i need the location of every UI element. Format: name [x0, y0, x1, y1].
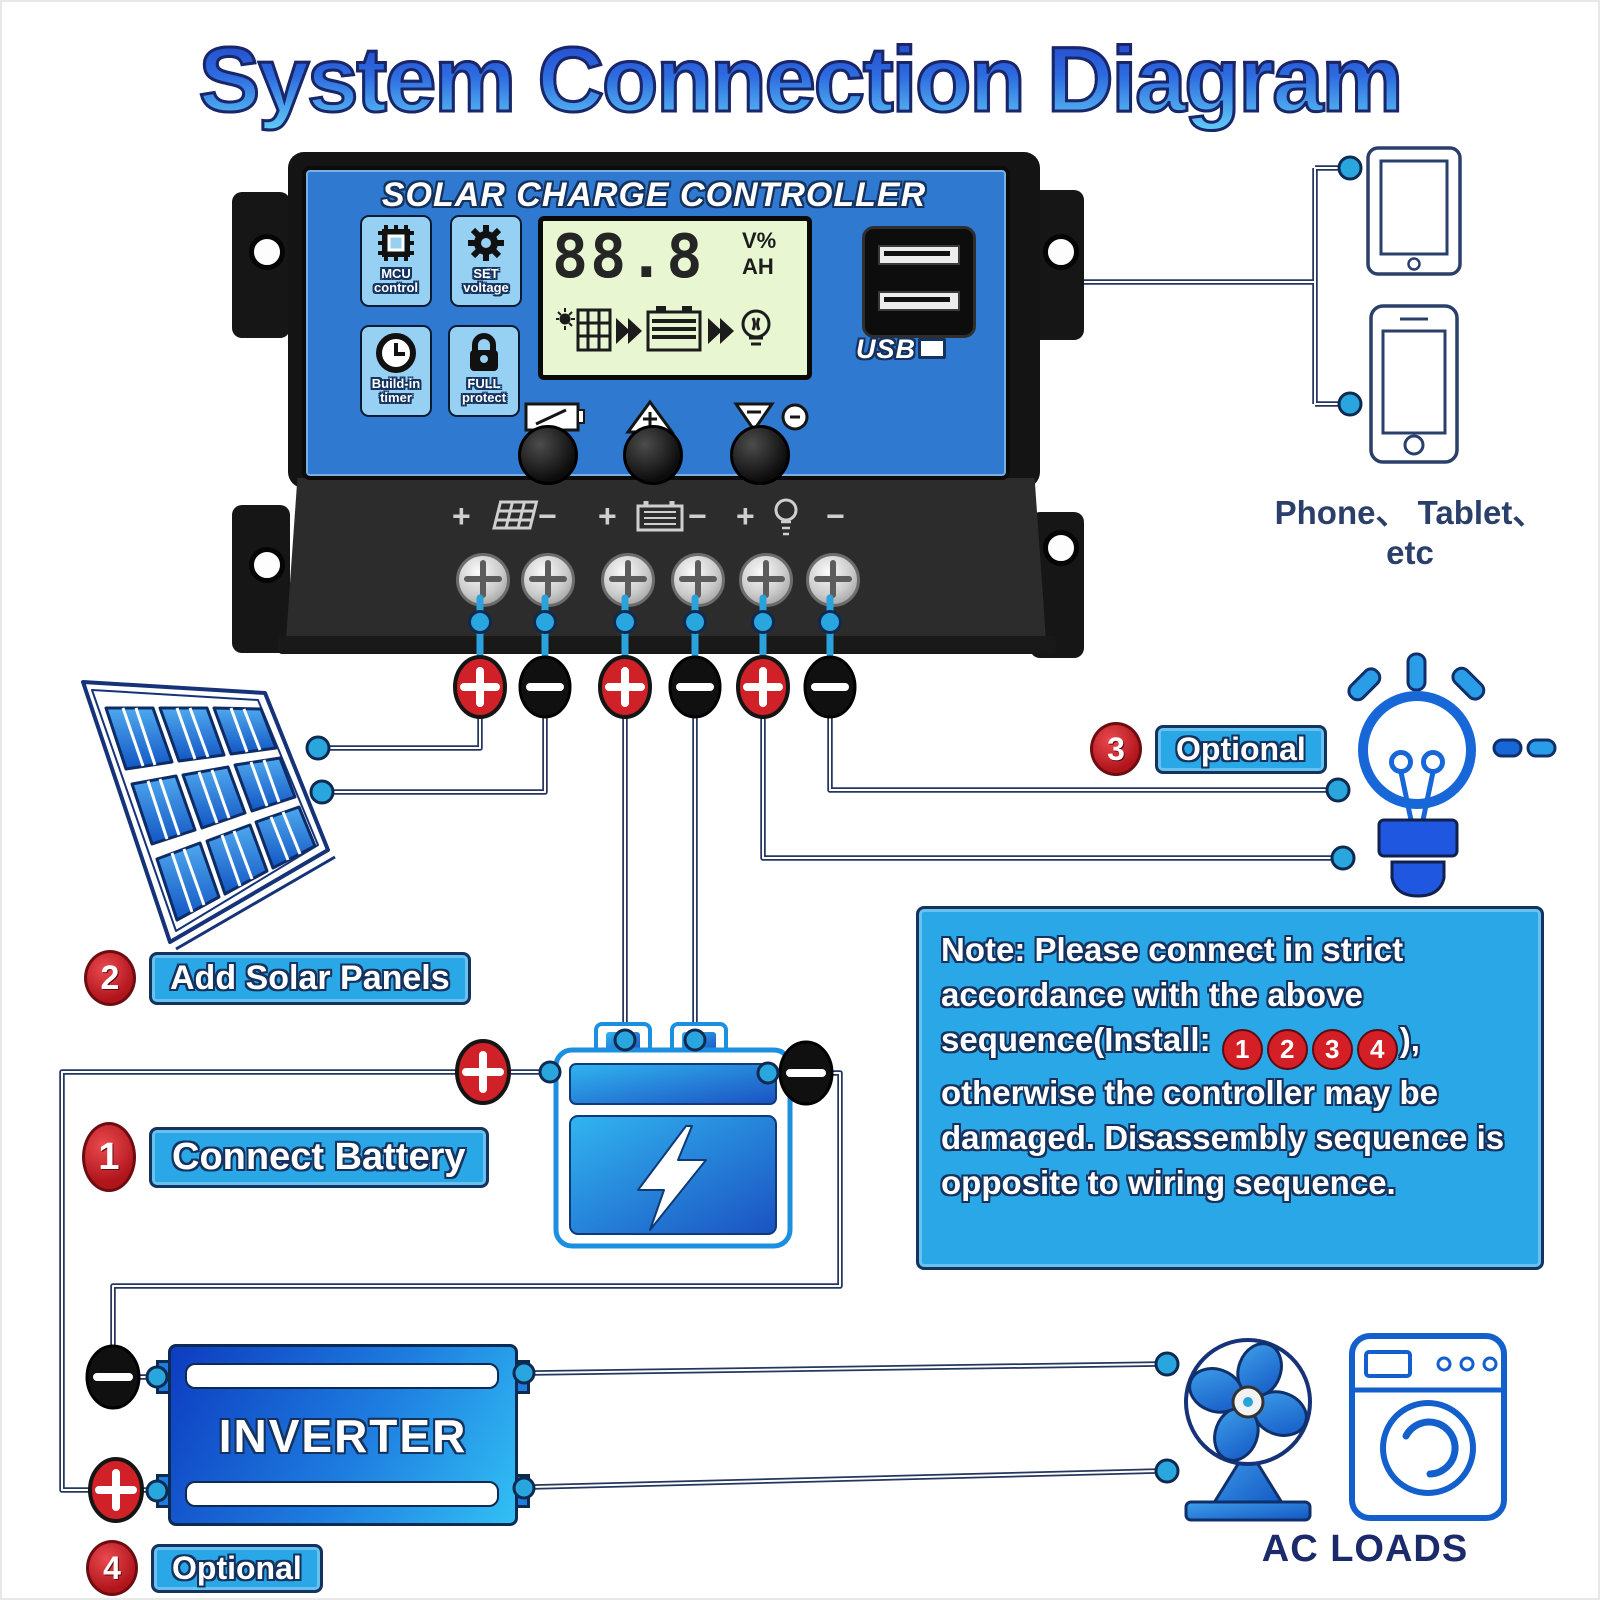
lamp-icon	[774, 498, 798, 536]
negative-connector-icon	[85, 655, 857, 1410]
usb-port-bottom	[878, 291, 960, 311]
step-add-solar-panels: 2 Add Solar Panels	[84, 950, 471, 1006]
chip-icon	[378, 225, 414, 261]
usb-label: USB	[856, 334, 947, 365]
terminal-minus-battery: −	[688, 498, 707, 534]
controller-button-2	[623, 425, 683, 485]
lock-icon	[470, 333, 498, 371]
step-label: Optional	[1155, 724, 1327, 774]
controller-button-3	[730, 425, 790, 485]
connection-dots	[145, 155, 1363, 1503]
install-step-2-badge: 2	[1266, 1029, 1308, 1070]
install-step-4-badge: 4	[1356, 1029, 1398, 1070]
terminal-minus-solar: −	[538, 498, 557, 534]
step-optional-inverter: 4 Optional	[86, 1540, 323, 1596]
terminal-block-lip	[278, 636, 1056, 654]
inverter: INVERTER	[168, 1344, 518, 1526]
step-optional-load: 3 Optional	[1090, 722, 1327, 776]
mount-hole-icon	[249, 234, 285, 270]
install-step-3-badge: 3	[1311, 1029, 1353, 1070]
mount-hole-icon	[1043, 530, 1079, 566]
usb-plug-icon	[918, 338, 947, 359]
usb-port-top	[878, 245, 960, 265]
step-connect-battery: 1 Connect Battery	[82, 1122, 489, 1192]
terminal-plus-solar: +	[452, 498, 471, 534]
step-number: 2	[84, 950, 136, 1006]
battery	[553, 1022, 793, 1249]
terminal-minus-load: −	[826, 498, 845, 534]
button-symbols	[524, 399, 809, 434]
step-number: 3	[1090, 722, 1142, 776]
note-prefix: Note: Please connect in strict accordanc…	[941, 931, 1404, 1058]
lcd-unit-volt-percent: V%	[742, 228, 777, 253]
phone-tablet-label: Phone、 Tablet、 etc	[1274, 494, 1546, 571]
step-label: Add Solar Panels	[149, 951, 471, 1005]
ac-loads-label: AC LOADS	[1261, 1528, 1469, 1570]
lcd-unit-ah: AH	[742, 254, 774, 279]
clock-icon	[376, 333, 416, 373]
lcd-display	[538, 216, 812, 380]
gear-icon	[468, 225, 504, 261]
phone-icon	[1369, 304, 1459, 464]
lcd-flow-icons	[556, 306, 771, 352]
lcd-units: V% AH	[742, 228, 776, 280]
note-suffix: ), otherwise the controller may be damag…	[941, 1021, 1505, 1201]
positive-connector-icon	[88, 655, 790, 1523]
terminal-plus-load: +	[736, 498, 755, 534]
down-minus-icon	[733, 402, 775, 433]
light-bulb-icon	[1260, 652, 1557, 898]
battery-icon	[636, 501, 684, 532]
lcd-value: 88.8	[552, 222, 705, 292]
solar-panel-icon	[492, 500, 539, 530]
mount-hole-icon	[249, 547, 285, 583]
usb-ports	[862, 226, 976, 338]
step-label: Optional	[151, 1543, 323, 1593]
lightning-icon	[637, 1125, 707, 1231]
tablet-icon	[1366, 146, 1462, 276]
controller-button-1	[518, 425, 578, 485]
washing-machine-icon	[1349, 1333, 1507, 1521]
step-label: Connect Battery	[149, 1126, 489, 1188]
controller-title: SOLAR CHARGE CONTROLLER	[381, 176, 927, 214]
inverter-slot-top	[185, 1363, 499, 1389]
inverter-label: INVERTER	[218, 1410, 468, 1462]
page-title: System Connection Diagram	[0, 28, 1600, 133]
fan-icon	[1184, 1338, 1312, 1522]
inverter-slot-bottom	[185, 1481, 499, 1507]
terminal-leads	[476, 594, 834, 658]
terminal-icons	[492, 498, 798, 536]
mount-hole-icon	[1043, 234, 1079, 270]
note-box: Note: Please connect in strict accordanc…	[916, 906, 1544, 1270]
step-number: 1	[82, 1122, 136, 1192]
solar-panel	[81, 680, 336, 951]
step-number: 4	[86, 1540, 138, 1596]
terminal-plus-battery: +	[598, 498, 617, 534]
install-step-1-badge: 1	[1221, 1029, 1263, 1070]
